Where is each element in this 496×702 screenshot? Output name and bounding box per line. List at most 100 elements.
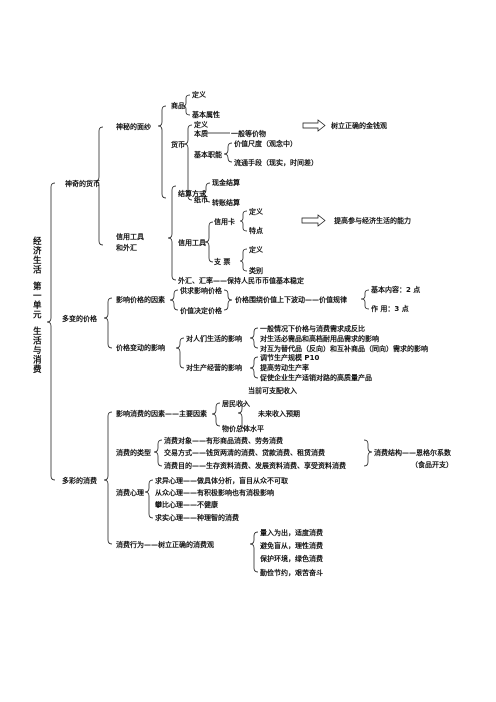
card-define: 定义 bbox=[249, 207, 264, 216]
tools-bracket bbox=[204, 221, 214, 263]
life-item-2: 对生活必需品和高档耐用品需求的影响 bbox=[260, 334, 379, 343]
root-title-char: 生 bbox=[33, 255, 42, 266]
psychology-item-2: 从众心理——有积极影响也有消极影响 bbox=[155, 488, 274, 497]
lesson3-title: 多彩的消费 bbox=[62, 476, 97, 485]
root-title-char: 一 bbox=[33, 292, 42, 302]
credit-title-line1: 信用工具 bbox=[116, 232, 144, 241]
price-impact-title: 价格变动的影响 bbox=[116, 343, 165, 352]
cash-settlement: 现金结算 bbox=[212, 178, 240, 187]
future-income: 未来收入预期 bbox=[258, 409, 300, 418]
production-item-2: 提高劳动生产率 bbox=[259, 363, 309, 372]
production-bracket bbox=[249, 356, 259, 379]
current-income: 当前可支配收入 bbox=[248, 386, 297, 395]
consumption-types-title: 消费的类型 bbox=[116, 448, 151, 457]
value-law: 价格围绕价值上下波动——价值规律 bbox=[235, 295, 347, 304]
consumption-factor-bracket bbox=[211, 402, 221, 427]
lesson1-nodes: 神奇的货币 神秘的面纱 商品 定义 基本属性 货币 定义 本质 一般等价物 基本… bbox=[65, 90, 411, 285]
cheque-label: 支 票 bbox=[213, 257, 230, 266]
behavior-item-2: 避免盲从，理性消费 bbox=[259, 541, 323, 550]
root-title-char: 消 bbox=[33, 355, 42, 366]
cheque-types: 类别 bbox=[249, 266, 263, 275]
life-item-3: 对互为替代品（反向）和互补商品（同向）需求的影响 bbox=[260, 344, 428, 353]
transfer-settlement: 转账结算 bbox=[212, 198, 240, 207]
functions-bracket bbox=[223, 142, 233, 163]
root-title-char: 济 bbox=[33, 246, 42, 257]
psychology-title: 消费心理 bbox=[116, 488, 144, 497]
life-impact: 对人们生活的影响 bbox=[186, 334, 242, 343]
root-bracket bbox=[46, 182, 56, 481]
resident-income: 居民收入 bbox=[222, 399, 250, 408]
root-title-char: 活 bbox=[33, 336, 42, 347]
type-transaction: 交易方式——钱货两清的消费、贷款消费、租赁消费 bbox=[164, 448, 325, 457]
cheque-define: 定义 bbox=[249, 245, 264, 254]
law-bracket bbox=[360, 289, 370, 310]
arrow-credit bbox=[301, 214, 326, 227]
behavior-bracket bbox=[249, 531, 259, 573]
currency-functions: 基本职能 bbox=[193, 150, 222, 159]
price-factors-title: 影响价格的因素 bbox=[116, 295, 165, 304]
forex-label: 外汇、汇率——保持人民币币值基本稳定 bbox=[178, 276, 304, 285]
connector-lines bbox=[46, 94, 373, 573]
mystery-bracket bbox=[157, 105, 167, 199]
lesson2-nodes: 多变的价格 影响价格的因素 供求影响价格 价值决定价格 价格围绕价值上下波动——… bbox=[62, 285, 428, 382]
root-title-char: 经 bbox=[33, 236, 42, 247]
structure-connector bbox=[363, 439, 373, 467]
currency-define: 定义 bbox=[194, 120, 209, 129]
root-title-char: 第 bbox=[33, 281, 42, 292]
income-bracket bbox=[237, 402, 247, 430]
mystery-title: 神秘的面纱 bbox=[116, 122, 151, 131]
law-effect: 作 用：3 点 bbox=[371, 304, 409, 313]
lesson1-bracket bbox=[94, 126, 104, 246]
types-bracket bbox=[153, 439, 163, 467]
price-level: 物价总体水平 bbox=[222, 424, 264, 433]
credit-bracket bbox=[167, 185, 177, 281]
law-content: 基本内容：2 点 bbox=[370, 285, 420, 294]
function-circulation: 流通手段（现实，时间差） bbox=[234, 158, 318, 167]
behavior-title: 消费行为——树立正确的消费观 bbox=[116, 540, 214, 549]
consumption-factors-title: 影响消费的因素——主要因素 bbox=[116, 409, 207, 418]
commodity-label: 商品 bbox=[171, 101, 185, 110]
currency-essence: 本质 bbox=[193, 129, 208, 138]
essence-value: 一般等价物 bbox=[231, 129, 266, 138]
root-title-char: 与 bbox=[33, 345, 42, 356]
lesson3-nodes: 多彩的消费 影响消费的因素——主要因素 居民收入 当前可支配收入 未来收入预期 … bbox=[62, 386, 453, 577]
root-title-char: 单 bbox=[33, 300, 42, 311]
root-title-char: 生 bbox=[33, 326, 42, 337]
psychology-item-4: 求实心理——种理智的消费 bbox=[155, 513, 239, 522]
commodity-bracket bbox=[182, 94, 191, 116]
type-purpose: 消费目的——生存资料消费、发展资料消费、享受资料消费 bbox=[164, 461, 346, 470]
credit-title-line2: 和外汇 bbox=[115, 243, 137, 252]
psychology-item-3: 攀比心理——不健康 bbox=[154, 500, 219, 509]
behavior-item-4: 勤俭节约，艰苦奋斗 bbox=[260, 568, 323, 577]
life-bracket bbox=[249, 327, 259, 349]
cheque-bracket bbox=[239, 248, 248, 272]
credit-card-label: 信用卡 bbox=[214, 217, 235, 226]
card-features: 特点 bbox=[249, 226, 263, 235]
life-item-1: 一般情况下价格与消费需求成反比 bbox=[260, 324, 365, 333]
food-expense-note: （食品开支） bbox=[411, 460, 453, 469]
root-title-char: 元 bbox=[33, 311, 42, 321]
fluctuate-connector bbox=[223, 289, 233, 311]
money-view-note: 树立正确的金钱观 bbox=[331, 121, 387, 130]
value-decides: 价值决定价格 bbox=[180, 306, 223, 315]
production-item-3: 促使企业生产适销对路的高质量产品 bbox=[259, 373, 372, 382]
psychology-bracket bbox=[144, 479, 154, 519]
tools-label: 信用工具 bbox=[178, 238, 206, 247]
lesson3-bracket bbox=[103, 411, 113, 545]
supply-demand: 供求影响价格 bbox=[179, 286, 223, 295]
currency-label: 货币 bbox=[170, 140, 185, 149]
root-title-char: 活 bbox=[33, 265, 42, 276]
behavior-item-3: 保护环境，绿色消费 bbox=[259, 554, 323, 563]
currency-bracket bbox=[183, 124, 193, 201]
card-bracket bbox=[239, 210, 248, 232]
paper-money: 纸币 bbox=[194, 195, 208, 204]
lesson1-title: 神奇的货币 bbox=[65, 179, 100, 188]
settlement-bracket bbox=[201, 182, 211, 203]
lesson2-title: 多变的价格 bbox=[62, 314, 98, 323]
arrow-mystery bbox=[302, 119, 326, 132]
price-factor-bracket bbox=[169, 289, 179, 311]
root-title-char: 费 bbox=[33, 364, 42, 375]
settlement-label: 结算方式 bbox=[177, 189, 206, 198]
